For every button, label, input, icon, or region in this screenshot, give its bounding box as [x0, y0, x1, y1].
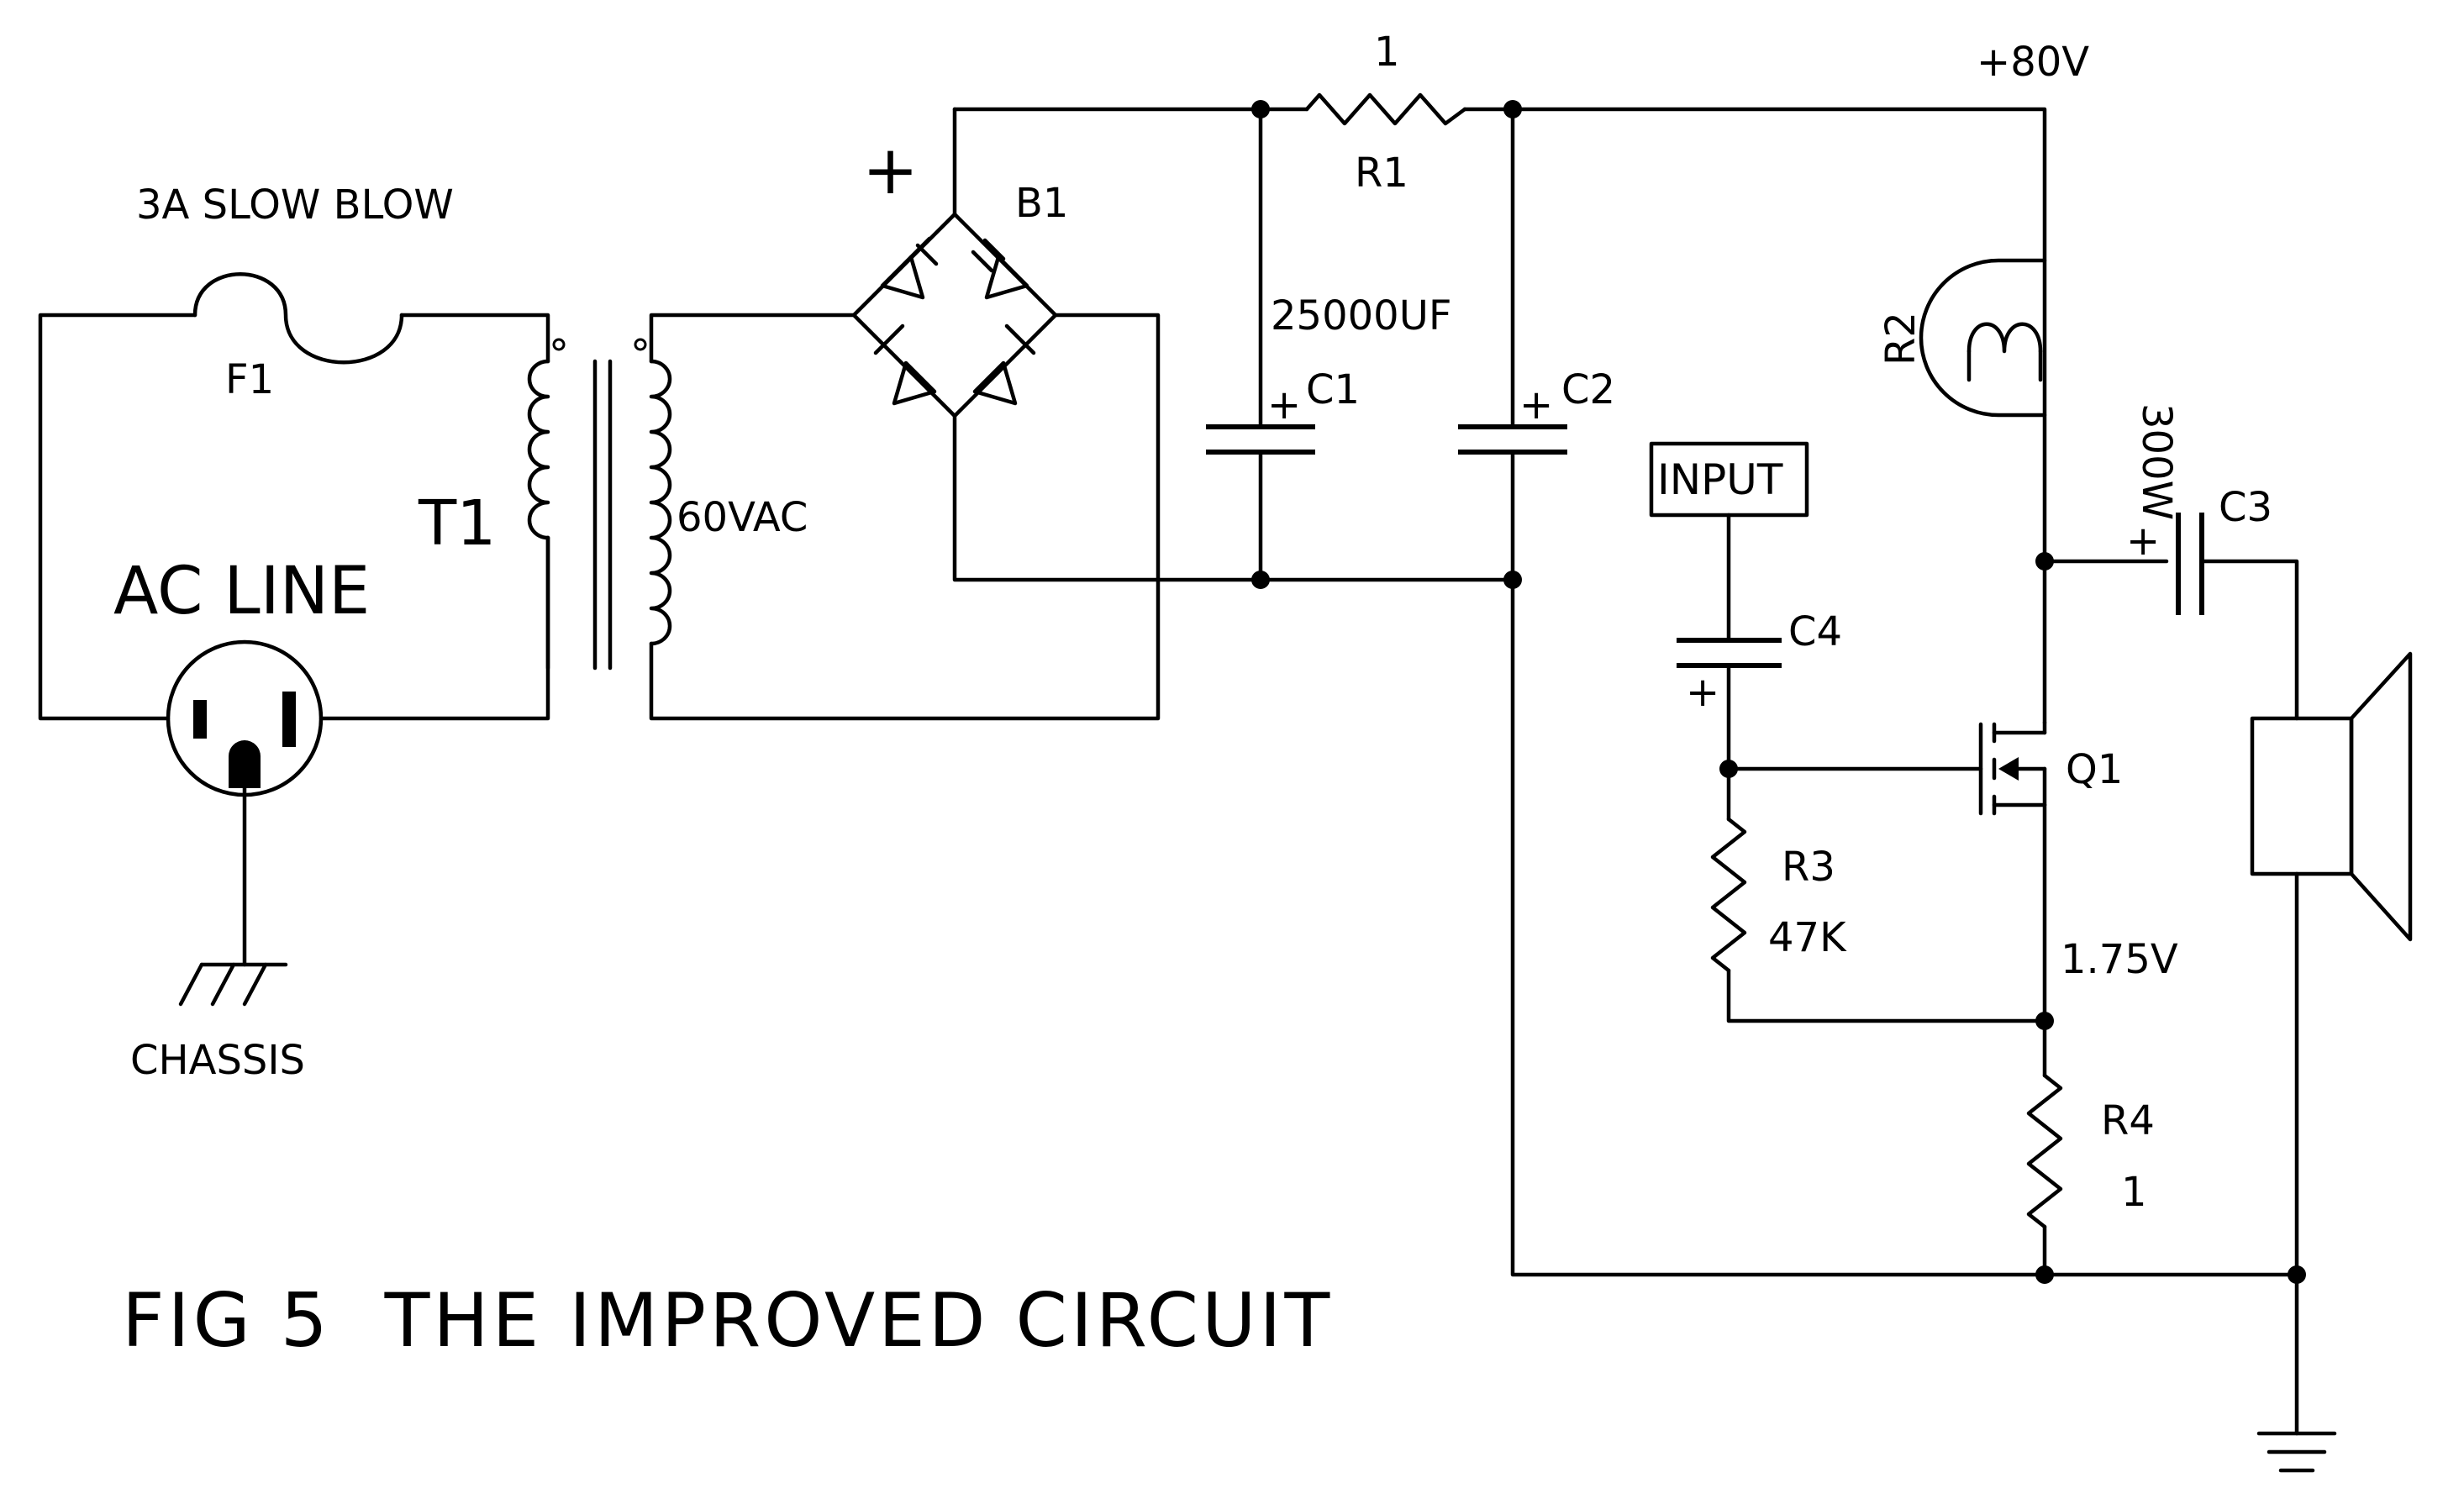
r2-label: R2 — [1877, 312, 1924, 366]
source-voltage-label: 1.75V — [2061, 936, 2178, 983]
secondary-voltage-label: 60VAC — [677, 494, 808, 541]
r1-label: R1 — [1355, 150, 1408, 197]
speaker-icon — [2250, 651, 2413, 942]
secondary-circuit — [649, 313, 1161, 721]
ac-line-label: AC LINE — [113, 554, 370, 629]
lamp-icon — [1919, 258, 2047, 725]
r3-label: R3 — [1782, 844, 1835, 891]
c3-plus-label: + — [2126, 518, 2160, 565]
r2-value-label: 300W — [2133, 403, 2180, 520]
supply-voltage-label: +80V — [1977, 39, 2089, 86]
c2-plus-label: + — [1519, 381, 1553, 429]
input-label: INPUT — [1657, 455, 1783, 504]
transformer-icon — [527, 338, 672, 671]
mosfet-icon — [1978, 720, 2047, 1023]
output-coupling — [2035, 513, 2299, 1436]
c1-plus-label: + — [1267, 381, 1301, 429]
transformer-label: T1 — [418, 487, 496, 560]
c1-value-label: 25000UF — [1271, 292, 1451, 339]
ground-icon — [2256, 1431, 2337, 1473]
c1-label: C1 — [1306, 366, 1360, 413]
chassis-label: CHASSIS — [130, 1037, 305, 1084]
c3-label: C3 — [2219, 484, 2272, 531]
capacitor-icon — [1677, 638, 1782, 771]
q1-label: Q1 — [2066, 746, 2123, 793]
chassis-ground-icon — [178, 962, 288, 1007]
r4-value-label: 1 — [2121, 1169, 2147, 1216]
negative-rail — [1251, 571, 2306, 1284]
input-stage — [1649, 441, 1809, 643]
r3-value-label: 47K — [1768, 914, 1847, 961]
capacitor-icon — [1206, 107, 1315, 582]
figure-caption: FIG 5 THE IMPROVED CIRCUIT — [122, 1277, 1333, 1364]
r1-value-label: 1 — [1374, 29, 1400, 76]
r4-label: R4 — [2101, 1097, 2155, 1144]
resistor-icon — [1304, 92, 1467, 126]
resistor-icon — [2026, 1018, 2063, 1277]
fuse-rating-label: 3A SLOW BLOW — [136, 181, 454, 229]
c2-label: C2 — [1561, 366, 1615, 413]
bridge-rectifier-icon — [851, 107, 1263, 582]
capacitor-icon — [1458, 107, 1567, 582]
c4-label: C4 — [1788, 608, 1842, 655]
ac-plug-icon — [166, 639, 324, 967]
c4-plus-label: + — [1686, 669, 1719, 716]
gate-bias — [1710, 760, 2054, 1030]
positive-rail — [952, 100, 2047, 263]
bridge-plus-label: + — [862, 131, 919, 209]
fuse-icon — [192, 272, 404, 365]
bridge-label: B1 — [1015, 180, 1068, 227]
fuse-label: F1 — [225, 356, 274, 403]
